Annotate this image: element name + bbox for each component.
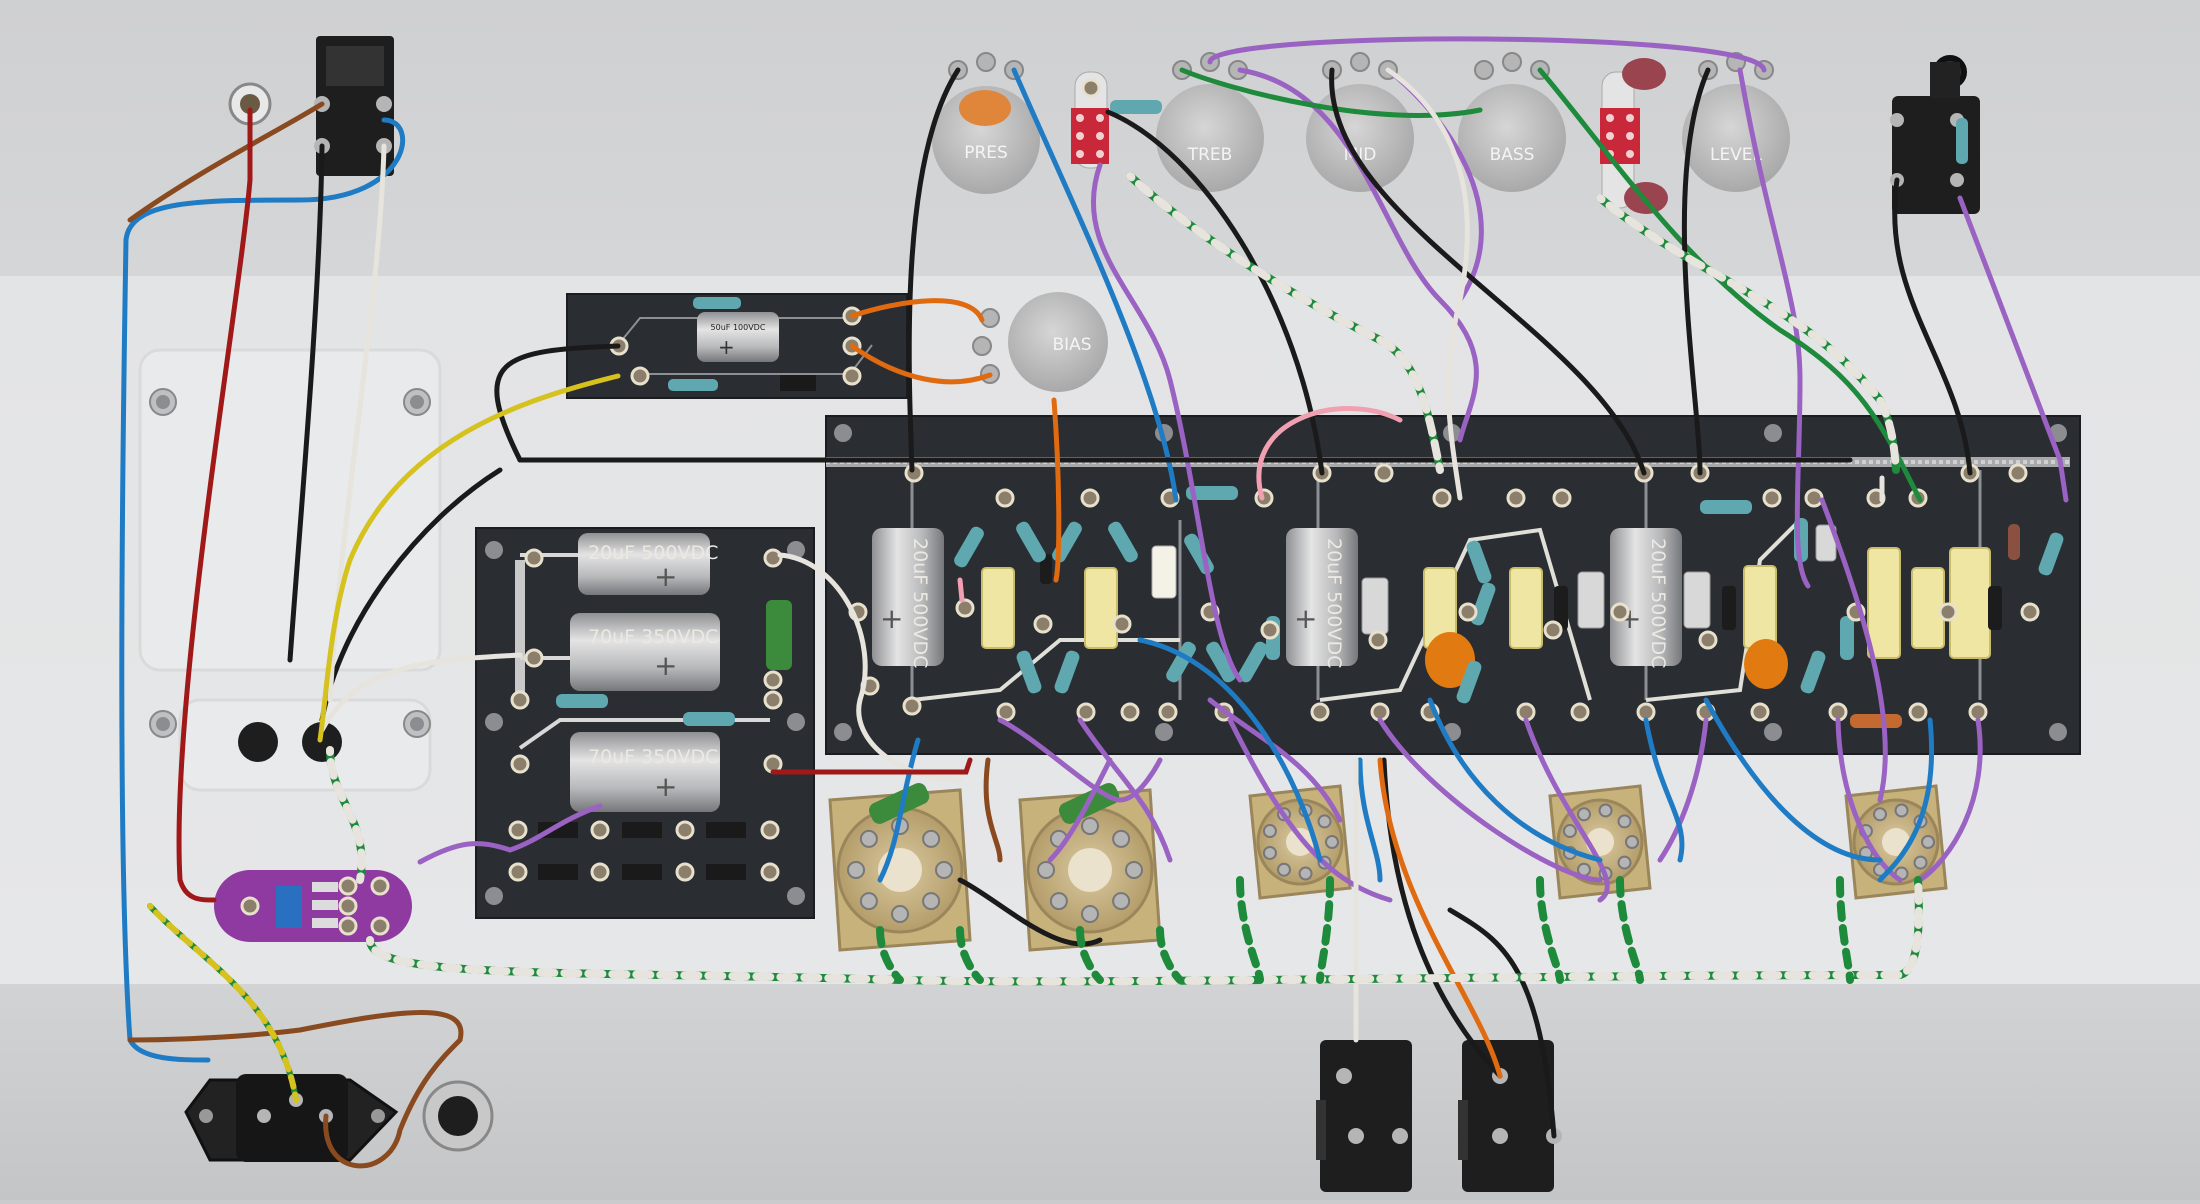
filter-cap-1 xyxy=(578,533,710,595)
svg-text:+: + xyxy=(654,770,677,803)
filter-cap-2 xyxy=(570,613,720,691)
ground-lug xyxy=(422,1080,494,1152)
bias-filter-cap xyxy=(697,312,779,362)
preamp-socket-3 xyxy=(1844,784,1948,900)
pots: PRES TREB MID BASS LEVEL BIAS xyxy=(932,52,1790,392)
iec-power-inlet[interactable] xyxy=(184,1074,399,1162)
tube-sockets xyxy=(828,782,1948,952)
power-switch[interactable] xyxy=(314,36,394,176)
pot-level-label: LEVEL xyxy=(1710,145,1763,165)
filter-cap-3-label: 70uF 350VDC xyxy=(588,746,718,768)
pres-cap xyxy=(959,90,1011,126)
speaker-jack-2[interactable] xyxy=(1458,1040,1562,1192)
filter-cap-3 xyxy=(570,732,720,812)
pot-bias[interactable]: BIAS xyxy=(972,292,1108,392)
preamp-socket-2 xyxy=(1548,784,1652,900)
bias-cap-label: 50uF 100VDC xyxy=(711,323,766,332)
svg-text:+: + xyxy=(718,335,735,359)
input-jack[interactable] xyxy=(1890,55,1980,214)
disc-cap-1 xyxy=(1425,632,1475,688)
svg-text:+: + xyxy=(654,560,677,593)
pot-bass-label: BASS xyxy=(1490,145,1535,165)
filter-pcb xyxy=(214,870,412,942)
filter-cap-1-label: 20uF 500VDC xyxy=(588,542,718,564)
bias-resistor-1 xyxy=(693,297,741,309)
filter-cap-2-label: 70uF 350VDC xyxy=(588,626,718,648)
power-tube-socket-1 xyxy=(828,782,972,952)
wires xyxy=(119,36,2069,1169)
speaker-jack-1[interactable] xyxy=(1316,1040,1412,1192)
pot-pres-label: PRES xyxy=(964,143,1008,163)
bias-diode xyxy=(780,375,816,391)
pot-treb-label: TREB xyxy=(1187,145,1233,165)
svg-text:+: + xyxy=(880,602,903,635)
board-cap-3 xyxy=(1610,528,1682,666)
svg-text:+: + xyxy=(654,649,677,682)
disc-cap-2 xyxy=(1744,639,1788,689)
pot-pres[interactable]: PRES xyxy=(932,52,1040,194)
bias-resistor-2 xyxy=(668,379,718,391)
board-cap-1-label: 20uF 500VDC xyxy=(909,538,931,668)
filter-board: 20uF 500VDC 70uF 350VDC 70uF 350VDC + + … xyxy=(475,527,815,919)
svg-text:+: + xyxy=(1294,602,1317,635)
dropping-resistor xyxy=(766,600,792,670)
board-cap-2 xyxy=(1286,528,1358,666)
chassis-screws xyxy=(149,388,431,738)
pot-level[interactable]: LEVEL xyxy=(1682,52,1790,192)
power-tube-socket-2 xyxy=(1018,782,1162,952)
board-cap-2-label: 20uF 500VDC xyxy=(1323,538,1345,668)
board-cap-1 xyxy=(872,528,944,666)
board-cap-3-label: 20uF 500VDC xyxy=(1647,538,1669,668)
tone-stack-board-1 xyxy=(1071,71,1162,169)
pot-bias-label: BIAS xyxy=(1052,335,1091,355)
